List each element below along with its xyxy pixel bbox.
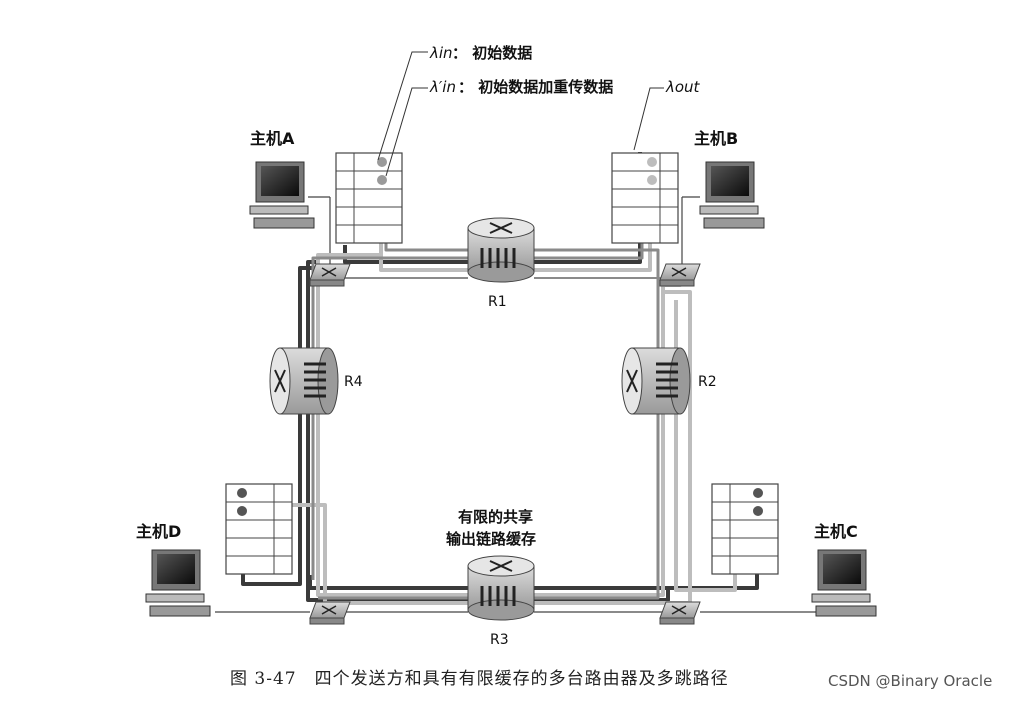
queue-table-b (611, 152, 679, 244)
router-r2-icon (621, 347, 691, 415)
queue-table-a (335, 152, 403, 244)
host-d-computer-icon (145, 549, 211, 617)
switch-nw (309, 263, 351, 287)
watermark: CSDN @Binary Oracle (828, 672, 993, 690)
switch-se (659, 601, 701, 625)
queue-table-c (711, 483, 779, 575)
router-r1-icon (467, 217, 535, 283)
switch-ne (659, 263, 701, 287)
router-r3-icon (467, 555, 535, 621)
buffer-note-line1: 有限的共享 (458, 508, 533, 526)
legend-leader-lines (377, 51, 664, 177)
host-c-computer-icon (811, 549, 877, 617)
router-r3-label: R3 (490, 632, 509, 648)
host-d-label: 主机D (136, 522, 181, 541)
router-r2-label: R2 (698, 374, 717, 390)
legend-lambda-out-symbol: λout (665, 78, 701, 96)
host-a-computer-icon (249, 161, 315, 229)
router-r4-label: R4 (344, 374, 363, 390)
host-a-label: 主机A (250, 129, 295, 148)
legend-lambda-in-prime-symbol: λ′in (429, 78, 456, 96)
legend-lambda-in-prime-text: ： 初始数据加重传数据 (458, 78, 613, 96)
legend-lambda-in-symbol: λin (429, 44, 453, 62)
figure-caption: 图 3-47 四个发送方和具有有限缓存的多台路由器及多跳路径 (230, 669, 729, 689)
router-r4-icon (269, 347, 339, 415)
host-links (215, 196, 820, 613)
legend-lambda-in-text: ： 初始数据 (452, 44, 532, 62)
host-b-label: 主机B (694, 129, 738, 148)
buffer-note-line2: 输出链路缓存 (446, 530, 536, 548)
router-r1-label: R1 (488, 294, 507, 310)
host-b-computer-icon (699, 161, 765, 229)
queue-table-d (225, 483, 293, 575)
host-c-label: 主机C (814, 522, 858, 541)
switch-sw (309, 601, 351, 625)
